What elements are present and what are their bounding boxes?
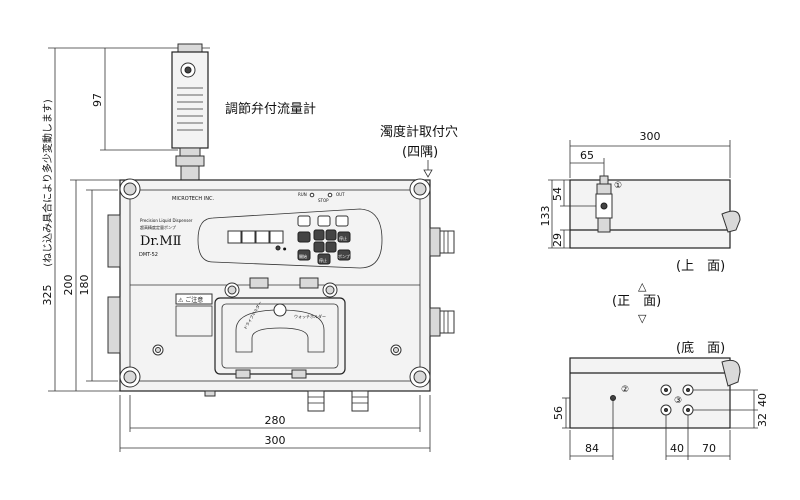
- lcd-display: [227, 230, 284, 244]
- right-fittings: [429, 227, 455, 337]
- front-dimensions: 325 (ねじ込み具合により多少変動します) 200 180 97 280 30…: [41, 47, 431, 452]
- dim-front-width-inner: 280: [265, 414, 286, 427]
- dim-bottom-right: 70: [702, 442, 716, 455]
- brand-logo: Dr.MⅡ: [140, 234, 182, 249]
- dim-top-width: 300: [640, 130, 661, 143]
- flowmeter: [171, 43, 209, 181]
- led-label-stop: STOP: [318, 198, 329, 203]
- dim-top-offset: 65: [580, 149, 594, 162]
- arrow-down: ▽: [638, 312, 647, 325]
- dim-flowmeter-height: 97: [91, 93, 104, 107]
- dim-bottom-height: 56: [552, 406, 565, 420]
- keypad: [297, 215, 351, 265]
- model-name: DMT-52: [139, 252, 158, 258]
- front-view-label: (正 面): [612, 294, 661, 309]
- dim-front-width-outer: 300: [265, 434, 286, 447]
- marker-c2: ②: [621, 385, 629, 395]
- dim-top-lower: 29: [551, 233, 564, 247]
- tube-label-right: ウォッチホルダー: [294, 313, 326, 319]
- bottom-view-label: (底 面): [676, 340, 725, 356]
- dim-bottom-v2: 32: [756, 413, 769, 427]
- led-label-run: RUN: [298, 192, 307, 197]
- key-label-stop-2: 停止: [339, 235, 347, 241]
- dim-top-upper: 54: [551, 187, 564, 201]
- turbidity-hole-label: 濁度計取付穴: [380, 124, 458, 140]
- four-corners-label: (四隅): [402, 145, 438, 160]
- corner-screws: [119, 178, 431, 388]
- key-label-stop-1: 停止: [319, 257, 327, 263]
- front-body: MICROTECH INC. RUN STOP OUT Precision Li…: [107, 178, 455, 412]
- dim-front-height-body: 200: [62, 275, 75, 296]
- dim-bottom-mid: 40: [670, 442, 684, 455]
- svg-text:●: ●: [283, 246, 287, 251]
- vertical-note: (ねじ込み具合により多少変動します): [41, 99, 54, 267]
- dim-bottom-left: 84: [585, 442, 599, 455]
- pump-head: ドライブホルダー ウォッチホルダー: [214, 277, 346, 379]
- bottom-view: ② ③ 84 40 70 56 40 32: [552, 357, 769, 460]
- key-label-start: 開始: [299, 253, 307, 259]
- top-view-label: (上 面): [676, 259, 725, 274]
- caution-label: ⚠ ご注意: [178, 296, 203, 304]
- flowmeter-label: 調節弁付流量計: [225, 101, 316, 117]
- device-subtitle: Precision Liquid Dispenser: [140, 218, 193, 223]
- marker-c1: ①: [614, 181, 622, 191]
- led-label-out: OUT: [336, 192, 345, 197]
- device-jp-name: 超高精度定量ポンプ: [140, 224, 176, 230]
- dim-top-height: 133: [539, 206, 552, 227]
- marker-c3: ③: [674, 396, 682, 406]
- arrow-up: △: [638, 280, 647, 293]
- top-view: 300 65 ① 133 54 29: [539, 130, 741, 249]
- dim-bottom-v1: 40: [756, 393, 769, 407]
- dim-front-height-inner: 180: [78, 275, 91, 296]
- maker-name: MICROTECH INC.: [172, 196, 214, 202]
- key-label-pump: ポンプ: [338, 253, 350, 259]
- dim-front-height-total: 325: [41, 285, 54, 306]
- control-panel: ● 開始 停止 停止 ポンプ: [197, 208, 383, 269]
- bottom-fittings: [204, 390, 369, 412]
